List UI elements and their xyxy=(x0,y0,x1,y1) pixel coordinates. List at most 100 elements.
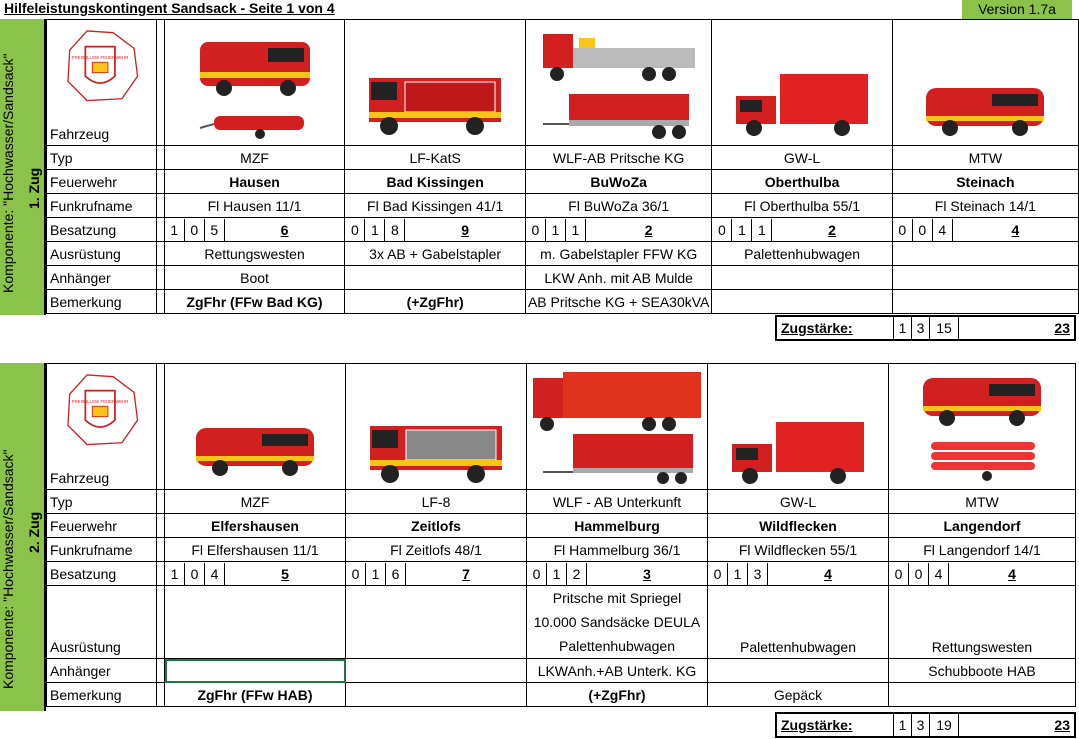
typ-cell[interactable]: MTW xyxy=(888,489,1076,514)
feuerwehr-cell[interactable]: Langendorf xyxy=(888,513,1076,538)
typ-cell[interactable]: MZF xyxy=(163,145,346,170)
typ-cell[interactable]: LF-8 xyxy=(345,489,527,514)
zugstaerke-value: 1 xyxy=(894,714,912,736)
funkrufname-cell[interactable]: Fl Bad Kissingen 41/1 xyxy=(344,193,526,218)
vehicle-image-mzf xyxy=(164,363,346,490)
row-label-besatzung: Besatzung xyxy=(46,217,157,242)
row-label-ausruestung: Ausrüstung xyxy=(46,585,157,659)
bemerkung-cell[interactable] xyxy=(891,289,1079,314)
ausruestung-cell[interactable]: Palettenhubwagen xyxy=(711,241,893,266)
ausruestung-cell[interactable]: 3x AB + Gabelstapler xyxy=(344,241,526,266)
ausruestung-cell[interactable]: Palettenhubwagen xyxy=(707,585,889,659)
bemerkung-cell[interactable]: (+ZgFhr) xyxy=(526,682,708,707)
side-label: Komponente: "Hochwasser/Sandsack" 2. Zug xyxy=(0,363,46,711)
feuerwehr-cell[interactable]: BuWoZa xyxy=(524,169,713,194)
typ-cell[interactable]: WLF-AB Pritsche KG xyxy=(524,145,713,170)
funkrufname-cell[interactable]: Fl Wildflecken 55/1 xyxy=(707,537,889,562)
feuerwehr-cell[interactable]: Zeitlofs xyxy=(345,513,527,538)
anhaenger-cell[interactable] xyxy=(707,658,889,683)
row-label-anhaenger: Anhänger xyxy=(46,658,157,683)
bemerkung-cell[interactable] xyxy=(888,682,1076,707)
feuerwehr-cell[interactable]: Elfershausen xyxy=(164,513,346,538)
anhaenger-cell[interactable] xyxy=(891,265,1079,290)
funkrufname-cell[interactable]: Fl Langendorf 14/1 xyxy=(888,537,1076,562)
ausruestung-line: Palettenhubwagen xyxy=(559,638,675,654)
fire-truck-icon xyxy=(369,78,502,135)
vehicle-image-gwl xyxy=(707,363,889,490)
vehicle-image-wlf xyxy=(524,19,713,146)
row-label-bemerkung: Bemerkung xyxy=(46,289,157,314)
funkrufname-cell[interactable]: Fl Elfershausen 11/1 xyxy=(164,537,346,562)
typ-cell[interactable]: MZF xyxy=(164,489,346,514)
feuerwehr-cell[interactable]: Hammelburg xyxy=(526,513,708,538)
ausruestung-cell[interactable] xyxy=(164,585,346,659)
ausruestung-cell[interactable] xyxy=(345,585,527,659)
feuerwehr-cell[interactable]: Bad Kissingen xyxy=(344,169,526,194)
ausruestung-cell[interactable]: Pritsche mit Spriegel 10.000 Sandsäcke D… xyxy=(526,585,708,659)
bemerkung-cell[interactable]: (+ZgFhr) xyxy=(344,289,526,314)
funkrufname-cell[interactable]: Fl Hammelburg 36/1 xyxy=(526,537,708,562)
typ-cell[interactable]: LF-KatS xyxy=(344,145,526,170)
bemerkung-cell[interactable] xyxy=(345,682,527,707)
typ-cell[interactable]: MTW xyxy=(891,145,1079,170)
bemerkung-cell[interactable] xyxy=(711,289,893,314)
row-label-fahrzeug: Fahrzeug xyxy=(50,470,110,486)
anhaenger-cell[interactable] xyxy=(711,265,893,290)
typ-cell[interactable]: GW-L xyxy=(707,489,889,514)
zug-label: 2. Zug xyxy=(26,511,42,553)
vehicle-image-lf xyxy=(345,363,527,490)
logo-cell: FREIWILLIGE FEUERWEHR Fahrzeug xyxy=(46,363,157,490)
funkrufname-cell[interactable]: Fl Zeitlofs 48/1 xyxy=(345,537,527,562)
anhaenger-cell[interactable]: Schubboote HAB xyxy=(888,658,1076,683)
ausruestung-cell[interactable]: Rettungswesten xyxy=(163,241,346,266)
anhaenger-cell-selected[interactable] xyxy=(164,658,346,683)
page-title: Hilfeleistungskontingent Sandsack - Seit… xyxy=(4,0,335,16)
anhaenger-cell[interactable]: Boot xyxy=(163,265,346,290)
box-truck-icon xyxy=(736,74,869,136)
bemerkung-cell[interactable]: ZgFhr (FFw HAB) xyxy=(164,682,346,707)
funkrufname-cell[interactable]: Fl Hausen 11/1 xyxy=(163,193,346,218)
row-label-typ: Typ xyxy=(46,145,157,170)
svg-text:FREIWILLIGE FEUERWEHR: FREIWILLIGE FEUERWEHR xyxy=(72,55,128,60)
komponente-label: Komponente: "Hochwasser/Sandsack" xyxy=(0,53,16,293)
ausruestung-cell[interactable] xyxy=(891,241,1079,266)
funkrufname-cell[interactable]: Fl Steinach 14/1 xyxy=(891,193,1079,218)
vehicle-image-mtw xyxy=(891,19,1079,146)
anhaenger-cell[interactable] xyxy=(344,265,526,290)
feuerwehr-cell[interactable]: Hausen xyxy=(163,169,346,194)
anhaenger-cell[interactable]: LKWAnh.+AB Unterk. KG xyxy=(526,658,708,683)
funkrufname-cell[interactable]: Fl BuWoZa 36/1 xyxy=(524,193,713,218)
feuerwehr-cell[interactable]: Wildflecken xyxy=(707,513,889,538)
bemerkung-cell[interactable]: ZgFhr (FFw Bad KG) xyxy=(163,289,346,314)
vehicle-image-lf xyxy=(344,19,526,146)
van-icon xyxy=(199,42,310,139)
anhaenger-cell[interactable] xyxy=(345,658,527,683)
feuerwehr-cell[interactable]: Oberthulba xyxy=(711,169,893,194)
side-label: Komponente: "Hochwasser/Sandsack" 1. Zug xyxy=(0,19,46,315)
ausruestung-cell[interactable]: m. Gabelstapler FFW KG xyxy=(524,241,713,266)
typ-cell[interactable]: WLF - AB Unterkunft xyxy=(526,489,708,514)
swap-body-truck-icon xyxy=(542,34,695,139)
funkrufname-cell[interactable]: Fl Oberthulba 55/1 xyxy=(711,193,893,218)
vehicle-image-gwl xyxy=(711,19,893,146)
row-label-typ: Typ xyxy=(46,489,157,514)
bemerkung-cell[interactable]: AB Pritsche KG + SEA30kVA xyxy=(524,289,713,314)
zugstaerke-value: 3 xyxy=(912,317,930,339)
anhaenger-cell[interactable]: LKW Anh. mit AB Mulde xyxy=(524,265,713,290)
feuerwehr-cell[interactable]: Steinach xyxy=(891,169,1079,194)
ausruestung-line: Pritsche mit Spriegel xyxy=(552,590,682,606)
typ-cell[interactable]: GW-L xyxy=(711,145,893,170)
bemerkung-cell[interactable]: Gepäck xyxy=(707,682,889,707)
ausruestung-cell[interactable]: Rettungswesten xyxy=(888,585,1076,659)
fire-department-logo: FREIWILLIGE FEUERWEHR xyxy=(67,374,139,446)
